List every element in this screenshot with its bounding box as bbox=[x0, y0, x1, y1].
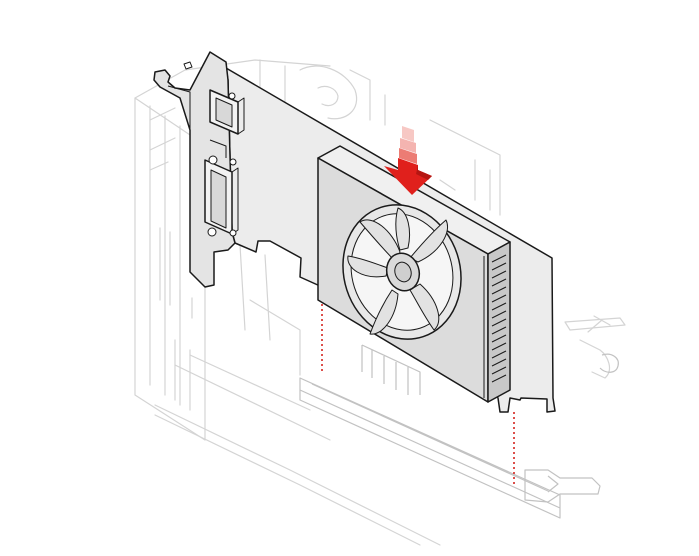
fan-icon bbox=[342, 204, 462, 340]
chassis-outline bbox=[134, 59, 626, 546]
video-port-upper bbox=[209, 89, 245, 135]
alignment-guides bbox=[321, 304, 515, 484]
graphics-card bbox=[153, 51, 556, 413]
down-arrow-icon bbox=[384, 126, 432, 195]
video-port-lower bbox=[204, 139, 239, 237]
